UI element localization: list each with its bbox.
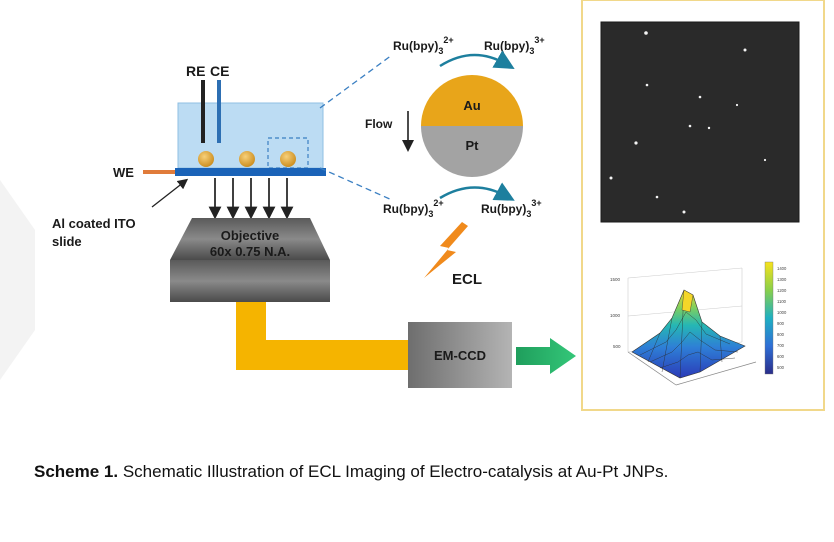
au-label: Au xyxy=(463,98,480,113)
colorbar-tick: 700 xyxy=(777,343,785,348)
gold-hemisphere xyxy=(421,75,523,126)
ito-slide-electrode xyxy=(175,168,326,176)
ce-label: CE xyxy=(210,63,229,79)
colorbar-tick: 1000 xyxy=(777,310,787,315)
svg-text:Ru(bpy)32+: Ru(bpy)32+ xyxy=(393,35,454,56)
colorbar-tick: 500 xyxy=(777,365,785,370)
ecl-lightning-icon xyxy=(424,222,468,278)
watermark-shape xyxy=(0,180,35,380)
svg-text:Ru(bpy)32+: Ru(bpy)32+ xyxy=(383,198,444,219)
z-tick: 1500 xyxy=(610,277,621,282)
nanoparticle xyxy=(280,151,296,167)
objective-label-line1: Objective xyxy=(221,228,280,243)
nanoparticle xyxy=(198,151,214,167)
light-path xyxy=(236,302,412,370)
output-arrow xyxy=(516,338,576,374)
colorbar-tick: 600 xyxy=(777,354,785,359)
svg-text:Ru(bpy)33+: Ru(bpy)33+ xyxy=(484,35,545,56)
slide-label-line2: slide xyxy=(52,234,82,249)
slide-pointer-arrow xyxy=(151,178,189,208)
z-tick: 1000 xyxy=(610,313,621,318)
ecl-label: ECL xyxy=(452,271,482,288)
colorbar-tick: 1300 xyxy=(777,277,787,282)
colorbar-tick: 1400 xyxy=(777,266,787,271)
electrochemical-cell: RE CE WE Al coated ITO slide xyxy=(52,63,326,249)
caption-label: Scheme 1. xyxy=(34,462,119,481)
top-reactant-label: Ru(bpy)32+ xyxy=(393,35,454,56)
top-reaction-arrow xyxy=(439,50,515,69)
z-tick: 500 xyxy=(613,344,621,349)
flow-label: Flow xyxy=(365,117,393,131)
light-arrows xyxy=(208,178,294,220)
colorbar-tick: 1100 xyxy=(777,299,787,304)
we-label: WE xyxy=(113,165,134,180)
bottom-product-label: Ru(bpy)33+ xyxy=(481,198,542,219)
re-label: RE xyxy=(186,63,205,79)
janus-nanoparticle-detail: Au Pt Ru(bpy)32+ Ru(bpy)33+ Flow Ru(bpy)… xyxy=(365,35,545,288)
top-product-label: Ru(bpy)33+ xyxy=(484,35,545,56)
colorbar-tick: 900 xyxy=(777,321,785,326)
zoom-line xyxy=(319,167,393,201)
slide-label-line1: Al coated ITO xyxy=(52,216,136,231)
nanoparticle xyxy=(239,151,255,167)
zoom-line xyxy=(319,54,393,109)
intensity-3d-plot: 1500 1000 500 1400 1300 1200 1100 1000 9… xyxy=(610,261,787,386)
colorbar xyxy=(764,261,774,375)
bottom-reaction-arrow xyxy=(439,182,515,201)
emccd-label: EM-CCD xyxy=(434,348,486,363)
svg-text:Ru(bpy)33+: Ru(bpy)33+ xyxy=(481,198,542,219)
objective-label-line2: 60x 0.75 N.A. xyxy=(210,244,290,259)
bottom-reactant-label: Ru(bpy)32+ xyxy=(383,198,444,219)
colorbar-tick: 800 xyxy=(777,332,785,337)
figure-caption: Scheme 1. Schematic Illustration of ECL … xyxy=(34,460,834,483)
em-ccd-camera: EM-CCD xyxy=(408,322,512,388)
platinum-hemisphere xyxy=(421,126,523,177)
pt-label: Pt xyxy=(466,138,480,153)
colorbar-tick: 1200 xyxy=(777,288,787,293)
objective-lens: Objective 60x 0.75 N.A. xyxy=(170,218,330,302)
ecl-image xyxy=(600,21,800,223)
caption-text: Schematic Illustration of ECL Imaging of… xyxy=(118,462,669,481)
